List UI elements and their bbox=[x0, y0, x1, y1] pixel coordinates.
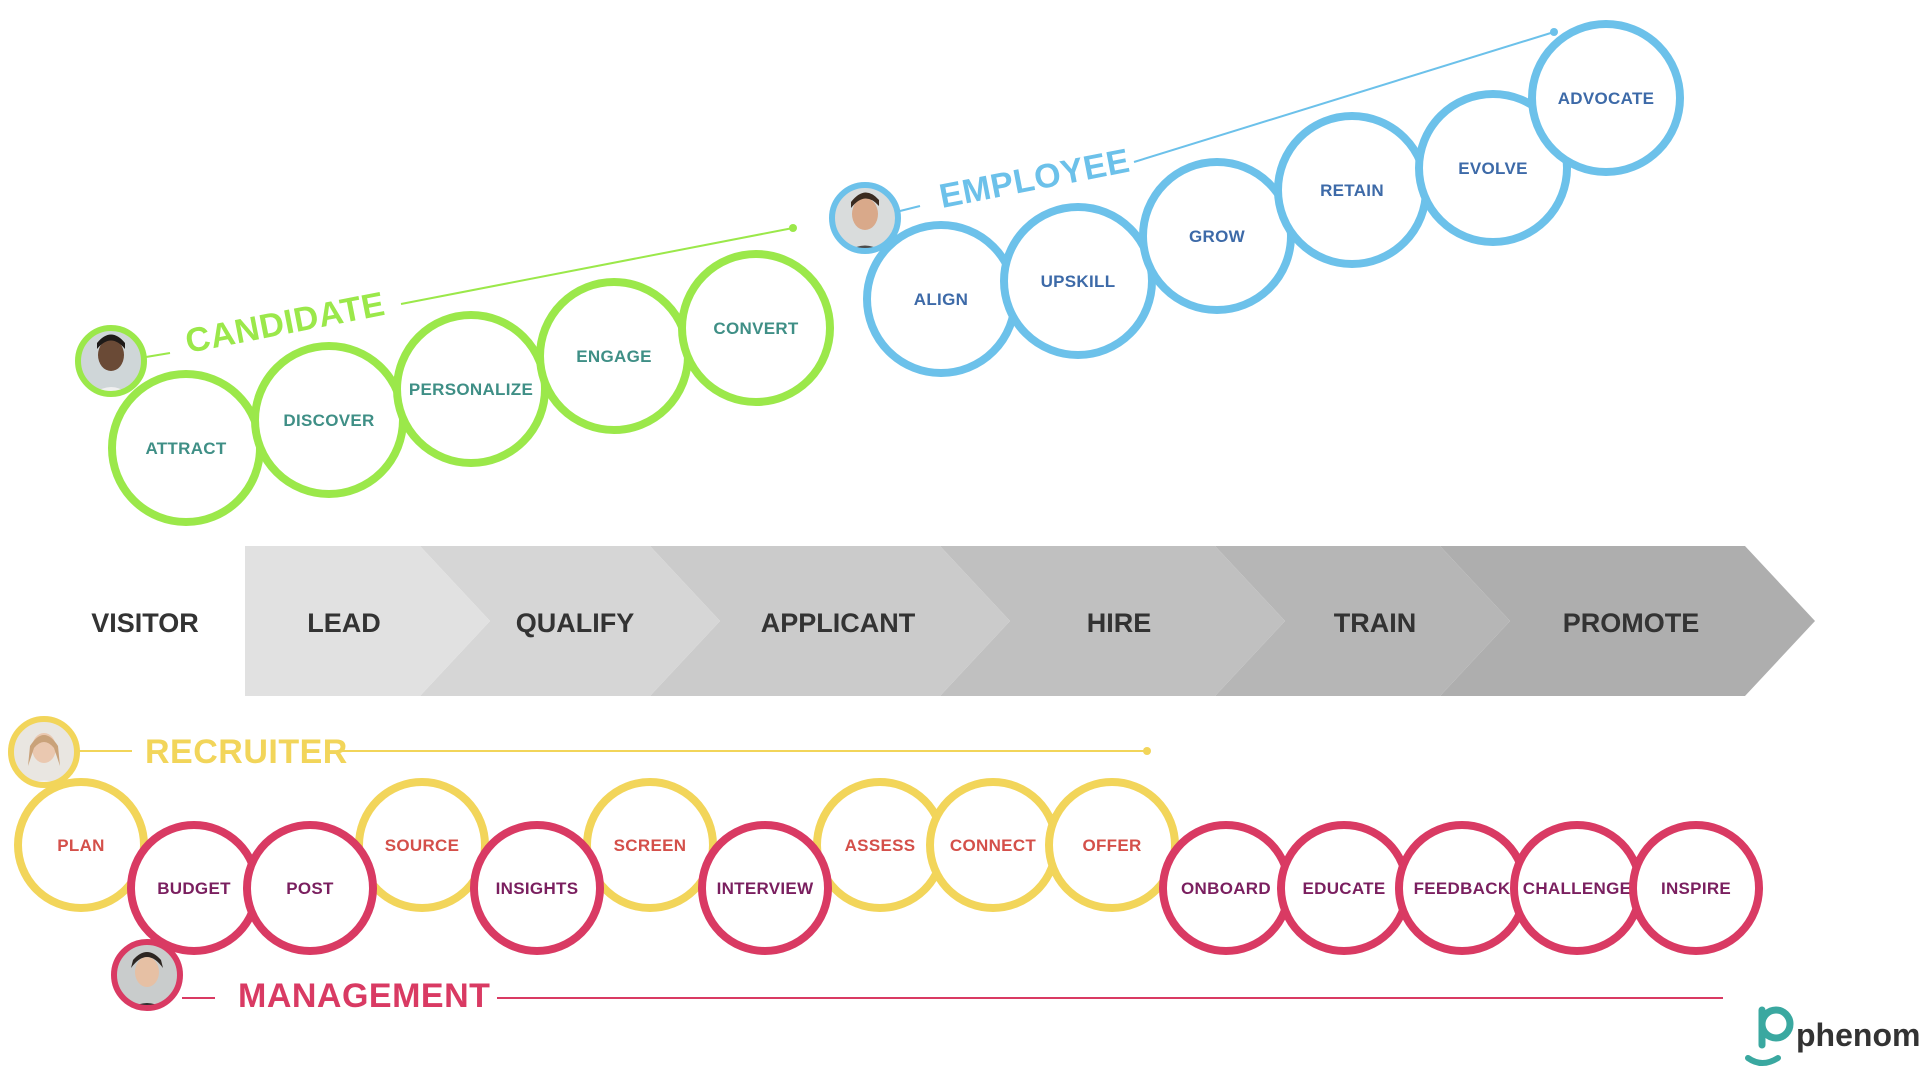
employee-role-label: EMPLOYEE bbox=[936, 142, 1133, 216]
svg-text:SCREEN: SCREEN bbox=[614, 836, 687, 855]
svg-text:SOURCE: SOURCE bbox=[385, 836, 460, 855]
candidate-step-discover: DISCOVER bbox=[251, 342, 407, 498]
svg-text:EVOLVE: EVOLVE bbox=[1458, 159, 1528, 178]
employee-avatar bbox=[829, 182, 901, 254]
recruiter-track: RECRUITER PLAN SOURCE SCREEN ASSES bbox=[8, 716, 1179, 912]
stage-segment-train bbox=[1215, 546, 1510, 696]
employee-step-grow: GROW bbox=[1139, 158, 1295, 314]
phenom-logo-text: phenom bbox=[1796, 1017, 1920, 1053]
stage-label-hire: HIRE bbox=[1087, 608, 1152, 638]
svg-text:OFFER: OFFER bbox=[1082, 836, 1141, 855]
recruiter-step-connect: CONNECT bbox=[926, 778, 1060, 912]
svg-text:CONNECT: CONNECT bbox=[950, 836, 1036, 855]
employee-line bbox=[1133, 31, 1555, 163]
management-step-budget: BUDGET bbox=[127, 821, 261, 955]
candidate-step-attract: ATTRACT bbox=[108, 370, 264, 526]
employee-step-align: ALIGN bbox=[863, 221, 1019, 377]
candidate-step-personalize: PERSONALIZE bbox=[393, 311, 549, 467]
management-step-onboard: ONBOARD bbox=[1159, 821, 1293, 955]
employee-avatar-connector bbox=[899, 205, 921, 212]
employee-step-evolve: EVOLVE bbox=[1415, 90, 1571, 246]
stage-label-train: TRAIN bbox=[1334, 608, 1417, 638]
svg-text:INSIGHTS: INSIGHTS bbox=[496, 879, 579, 898]
stage-segment-applicant bbox=[650, 546, 1010, 696]
svg-text:UPSKILL: UPSKILL bbox=[1041, 272, 1116, 291]
phenom-logo-icon bbox=[1745, 1006, 1794, 1066]
svg-text:FEEDBACK: FEEDBACK bbox=[1414, 879, 1511, 898]
svg-text:PLAN: PLAN bbox=[57, 836, 104, 855]
recruiter-avatar bbox=[8, 716, 80, 788]
stage-segment-lead bbox=[245, 546, 490, 696]
employee-step-advocate: ADVOCATE bbox=[1528, 20, 1684, 176]
recruiter-line-end-dot bbox=[1143, 747, 1151, 755]
stage-segment-hire bbox=[940, 546, 1285, 696]
candidate-avatar bbox=[75, 325, 147, 397]
management-step-educate: EDUCATE bbox=[1277, 821, 1411, 955]
stage-label-lead: LEAD bbox=[307, 608, 381, 638]
svg-text:INSPIRE: INSPIRE bbox=[1661, 879, 1731, 898]
employee-step-upskill: UPSKILL bbox=[1000, 203, 1156, 359]
svg-text:ATTRACT: ATTRACT bbox=[145, 439, 226, 458]
svg-text:ONBOARD: ONBOARD bbox=[1181, 879, 1271, 898]
stage-bar: VISITOR LEAD QUALIFY APPLICANT HIRE TRAI… bbox=[91, 546, 1815, 696]
candidate-track: CANDIDATE ATTRACT DISCOVER PERSONALIZE bbox=[75, 224, 834, 526]
svg-text:ALIGN: ALIGN bbox=[914, 290, 968, 309]
stage-segment-promote bbox=[1440, 546, 1815, 696]
management-step-challenge: CHALLENGE bbox=[1510, 821, 1644, 955]
phenom-logo: phenom bbox=[1745, 1006, 1920, 1066]
recruiter-role-label: RECRUITER bbox=[145, 733, 348, 771]
svg-text:BUDGET: BUDGET bbox=[157, 879, 231, 898]
svg-text:PERSONALIZE: PERSONALIZE bbox=[409, 380, 533, 399]
recruiter-step-offer: OFFER bbox=[1045, 778, 1179, 912]
svg-text:CHALLENGE: CHALLENGE bbox=[1523, 879, 1631, 898]
svg-text:ENGAGE: ENGAGE bbox=[576, 347, 651, 366]
recruiter-step-screen: SCREEN bbox=[583, 778, 717, 912]
employee-line-end-dot bbox=[1550, 28, 1558, 36]
stage-label-visitor: VISITOR bbox=[91, 608, 199, 638]
employee-step-retain: RETAIN bbox=[1274, 112, 1430, 268]
candidate-step-convert: CONVERT bbox=[678, 250, 834, 406]
svg-text:DISCOVER: DISCOVER bbox=[283, 411, 374, 430]
candidate-line-end-dot bbox=[789, 224, 797, 232]
svg-text:INTERVIEW: INTERVIEW bbox=[717, 879, 814, 898]
svg-text:ASSESS: ASSESS bbox=[845, 836, 916, 855]
svg-text:POST: POST bbox=[286, 879, 334, 898]
stage-segment-qualify bbox=[420, 546, 720, 696]
candidate-avatar-connector bbox=[145, 352, 171, 358]
svg-text:CONVERT: CONVERT bbox=[713, 319, 799, 338]
svg-text:RETAIN: RETAIN bbox=[1320, 181, 1384, 200]
management-avatar bbox=[111, 939, 183, 1011]
management-step-interview: INTERVIEW bbox=[698, 821, 832, 955]
management-track: BUDGET POST INSIGHTS INTERVIEW ONBOARD E… bbox=[111, 821, 1763, 1015]
candidate-line bbox=[400, 227, 794, 305]
stage-label-qualify: QUALIFY bbox=[516, 608, 635, 638]
svg-text:EDUCATE: EDUCATE bbox=[1302, 879, 1385, 898]
recruiter-step-assess: ASSESS bbox=[813, 778, 947, 912]
management-step-inspire: INSPIRE bbox=[1629, 821, 1763, 955]
recruiter-step-plan: PLAN bbox=[14, 778, 148, 912]
management-role-label: MANAGEMENT bbox=[238, 977, 490, 1015]
stage-label-promote: PROMOTE bbox=[1563, 608, 1700, 638]
management-step-feedback: FEEDBACK bbox=[1395, 821, 1529, 955]
management-step-post: POST bbox=[243, 821, 377, 955]
stage-label-applicant: APPLICANT bbox=[761, 608, 916, 638]
svg-text:ADVOCATE: ADVOCATE bbox=[1558, 89, 1655, 108]
candidate-step-engage: ENGAGE bbox=[536, 278, 692, 434]
svg-text:GROW: GROW bbox=[1189, 227, 1246, 246]
management-step-insights: INSIGHTS bbox=[470, 821, 604, 955]
employee-track: EMPLOYEE ALIGN UPSKILL GROW RETAIN bbox=[829, 20, 1684, 377]
recruiter-step-source: SOURCE bbox=[355, 778, 489, 912]
